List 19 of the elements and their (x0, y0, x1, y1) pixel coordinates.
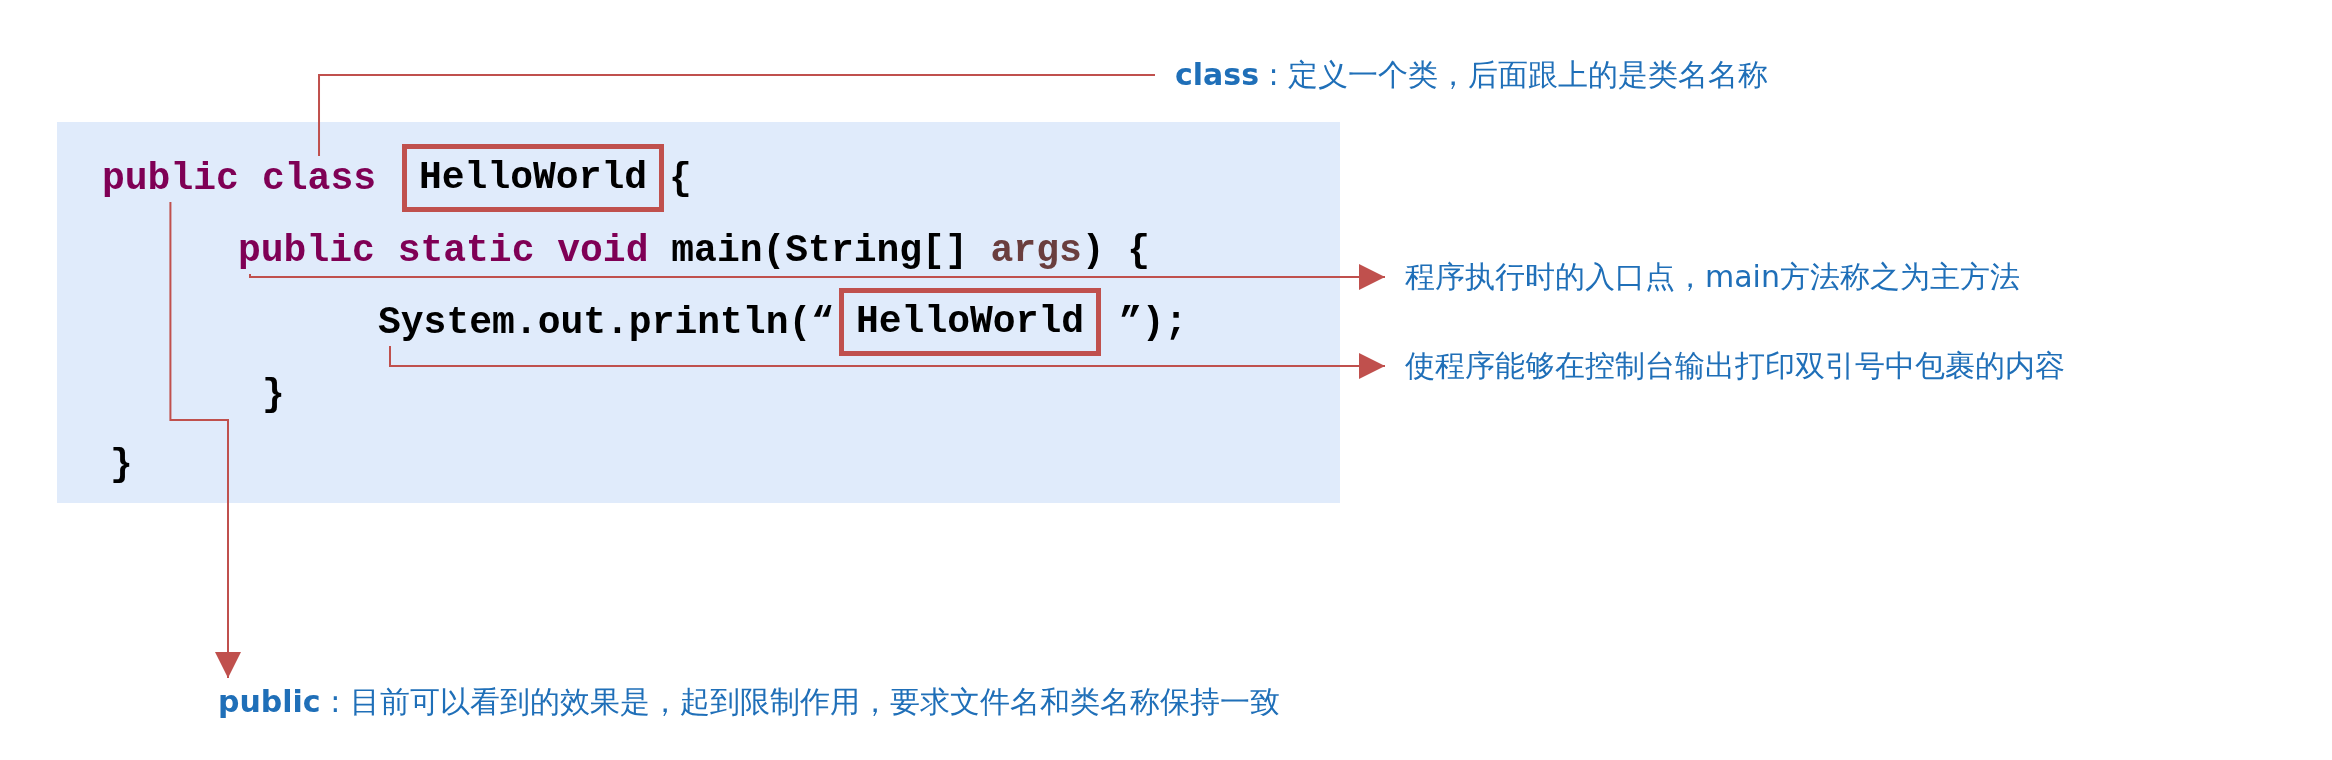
code-keyword: public (102, 156, 239, 202)
leader-arrow (249, 264, 1386, 290)
highlighted-class-name: HelloWorld (402, 144, 665, 212)
leader-arrow (169, 201, 241, 679)
leader-line (318, 74, 1156, 157)
annotation-text: public : 目前可以看到的效果是，起到限制作用，要求文件名和类名称保持一致 (218, 682, 1280, 722)
code-text: { (669, 156, 692, 202)
annotation-text: 程序执行时的入口点，main方法称之为主方法 (1405, 257, 2020, 297)
code-line: System.out.println(“ (378, 300, 835, 346)
annotation-text: 使程序能够在控制台输出打印双引号中包裹的内容 (1405, 346, 2065, 386)
code-text: ”); (1119, 300, 1188, 346)
code-panel (57, 122, 1340, 503)
code-line: public static void main(String[] args) { (238, 228, 1151, 274)
annotation-text: class : 定义一个类，后面跟上的是类名名称 (1175, 55, 1769, 95)
leader-arrow (389, 345, 1386, 379)
code-text: } (110, 442, 133, 488)
highlighted-string: HelloWorld (839, 288, 1102, 356)
code-keyword: class (262, 156, 377, 202)
code-text: } (262, 372, 285, 418)
